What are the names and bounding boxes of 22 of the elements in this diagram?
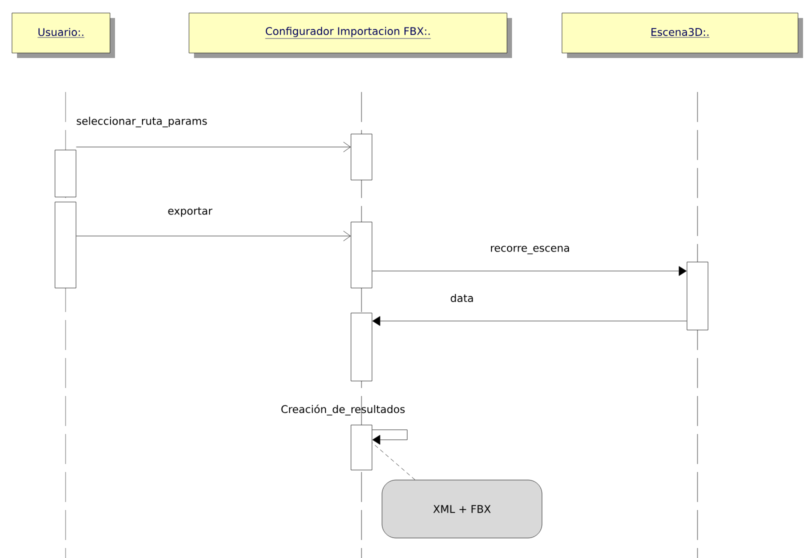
message-label: data — [450, 294, 473, 302]
note-box: XML + FBX — [382, 480, 542, 538]
message-arrow — [76, 230, 351, 242]
lifeline-header: Escena3D:. — [562, 12, 798, 54]
activation-bar — [54, 150, 76, 198]
lifeline-header: Configurador Importacion FBX:. — [188, 12, 508, 54]
activation-bar — [686, 262, 708, 330]
message-arrow — [76, 142, 351, 152]
message-label: exportar — [168, 207, 212, 217]
activation-bar — [350, 424, 372, 470]
message-label: seleccionar_ruta_params — [76, 116, 207, 128]
leader-line — [372, 442, 416, 480]
activation-bar — [350, 312, 372, 382]
message-arrow — [372, 316, 687, 326]
message-arrow — [372, 266, 687, 276]
activation-bar — [350, 222, 372, 288]
activation-bar — [54, 202, 76, 288]
message-label: recorre_escena — [491, 246, 569, 254]
message-label: Creación_de_resultados — [281, 404, 405, 416]
lifeline-header: Usuario:. — [12, 12, 110, 54]
activation-bar — [350, 134, 372, 180]
self-message-arrow — [372, 430, 408, 445]
